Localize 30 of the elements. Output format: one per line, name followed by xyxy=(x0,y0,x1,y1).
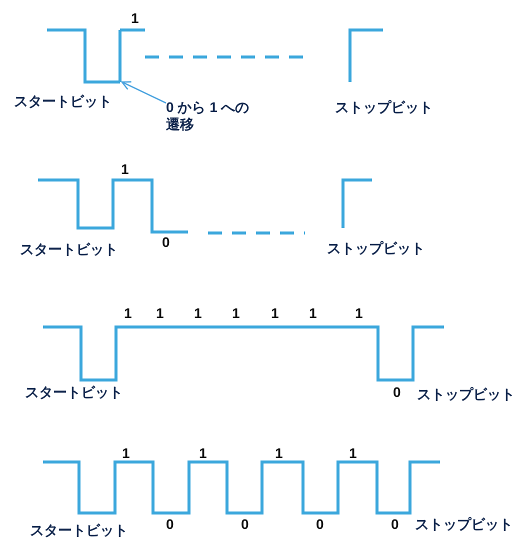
bit-value-label: 0 xyxy=(162,234,170,250)
bit-value-label: 1 xyxy=(349,445,357,461)
bit-value-label: 1 xyxy=(275,445,283,461)
bit-name-label: ストップビット xyxy=(415,516,513,532)
bit-value-label: 1 xyxy=(122,445,130,461)
bit-value-label: 1 xyxy=(121,161,129,177)
bit-value-label: 1 xyxy=(199,445,207,461)
annotation-text: 0 から 1 への遷移 xyxy=(166,99,262,133)
bit-value-label: 1 xyxy=(131,10,139,26)
bit-value-label: 0 xyxy=(241,516,249,532)
bit-name-label: スタートビット xyxy=(30,522,128,538)
bit-name-label: スタートビット xyxy=(20,241,118,257)
bit-value-label: 0 xyxy=(166,516,174,532)
bit-value-label: 1 xyxy=(194,305,202,321)
bit-value-label: 1 xyxy=(271,305,279,321)
bit-name-label: ストップビット xyxy=(417,386,515,402)
rising-edge xyxy=(118,30,122,82)
bit-value-label: 1 xyxy=(232,305,240,321)
bit-value-label: 1 xyxy=(156,305,164,321)
leader-arrow xyxy=(121,81,166,104)
bit-name-label: スタートビット xyxy=(25,384,123,400)
bit-name-label: ストップビット xyxy=(327,240,425,256)
bit-name-label: スタートビット xyxy=(14,93,112,109)
bit-value-label: 1 xyxy=(309,305,317,321)
bit-value-label: 1 xyxy=(355,305,363,321)
bit-value-label: 1 xyxy=(124,305,132,321)
bit-value-label: 0 xyxy=(316,516,324,532)
bit-value-label: 0 xyxy=(391,516,399,532)
bit-value-label: 0 xyxy=(393,384,401,400)
bit-name-label: ストップビット xyxy=(335,99,433,115)
